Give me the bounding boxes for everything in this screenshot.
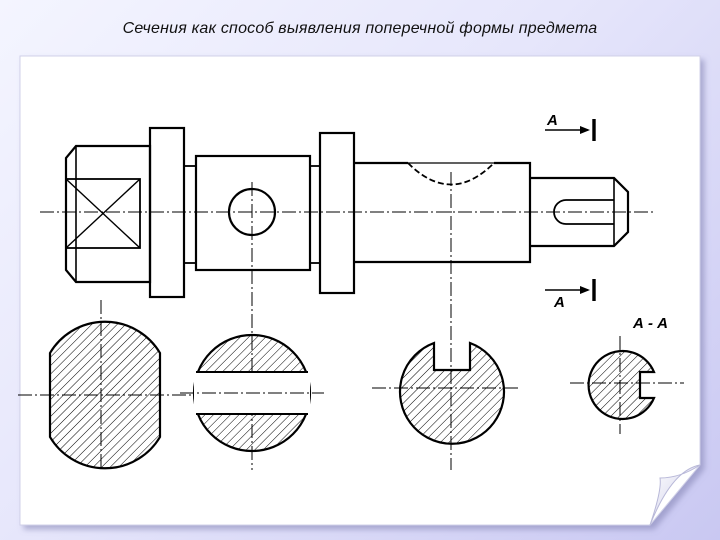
- paper-curl: [649, 464, 701, 526]
- section-hole: [180, 333, 324, 453]
- end-pin: [530, 176, 630, 248]
- section-a-a: [570, 336, 684, 434]
- cutting-plane-bottom: [545, 279, 596, 301]
- collar-right: [318, 131, 356, 295]
- cutting-plane-top: [545, 119, 596, 141]
- square-flats: [65, 178, 141, 249]
- section-flats: [18, 320, 192, 470]
- cut-label-bottom: А: [553, 294, 565, 311]
- middle-block: [194, 154, 312, 272]
- section-keyway: [372, 341, 518, 445]
- cut-label-top: А: [546, 112, 558, 129]
- slide-title: Сечения как способ выявления поперечной …: [122, 20, 598, 37]
- section-label: А - А: [632, 315, 668, 332]
